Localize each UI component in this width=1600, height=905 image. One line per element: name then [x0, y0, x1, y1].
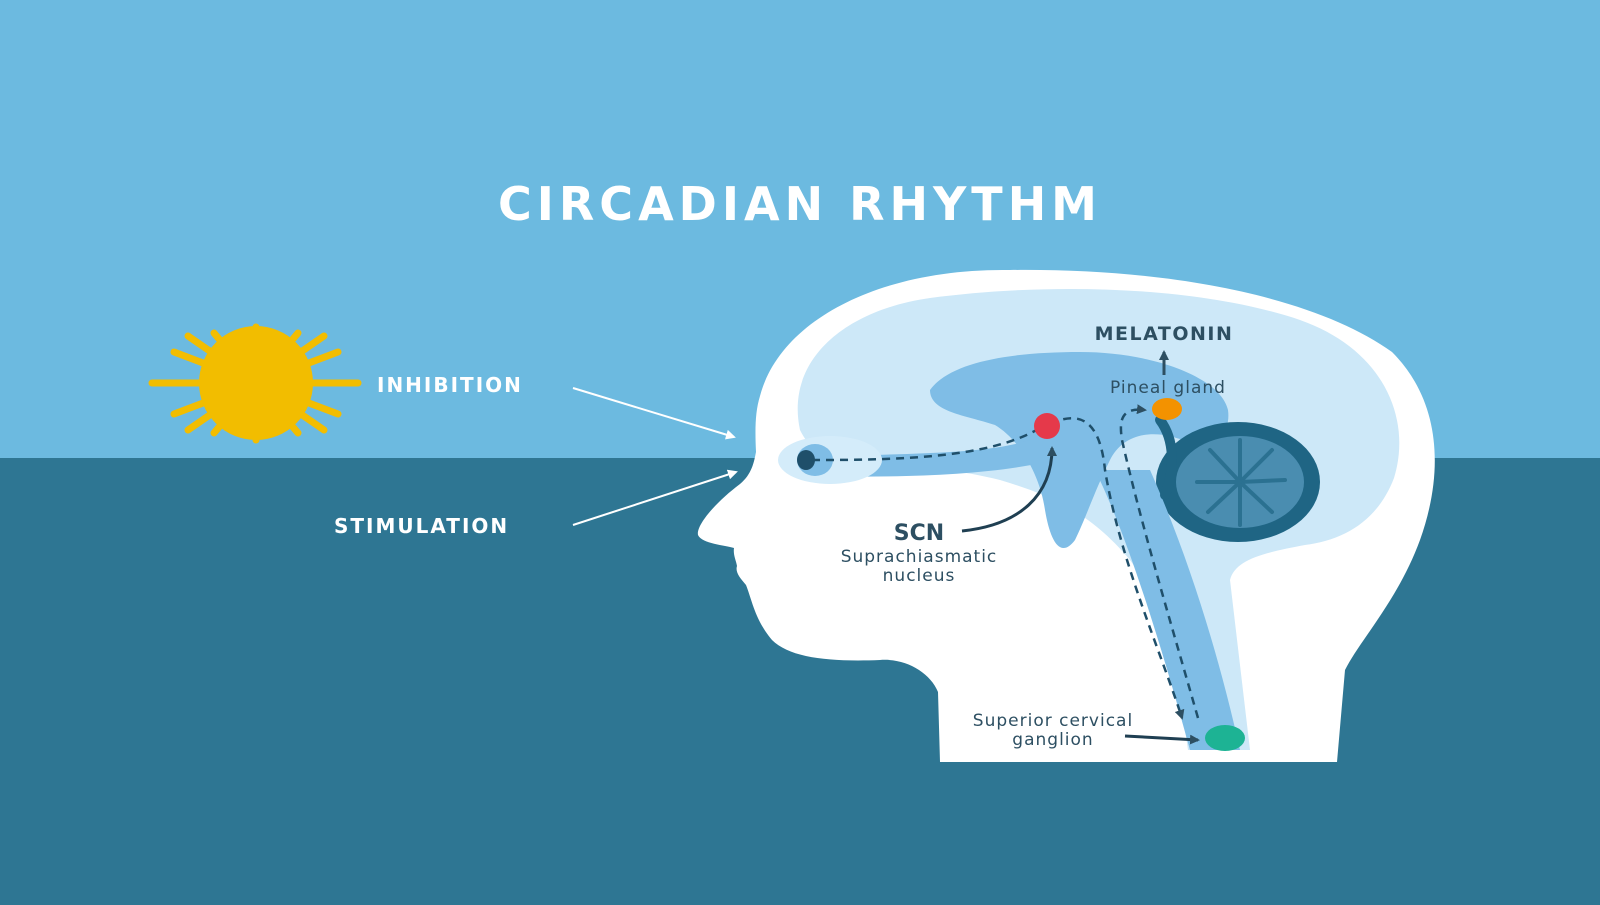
eye-to-scn-path [811, 426, 1041, 462]
scg-label-line1: Superior cervical [973, 711, 1133, 731]
brain-inner [930, 352, 1229, 549]
scg-arrow [1124, 734, 1200, 745]
stimulation-arrow [572, 469, 738, 526]
scn-arrow [961, 446, 1057, 533]
spinal-cord [1095, 470, 1240, 750]
pineal-node [1152, 398, 1182, 420]
sun-icon [148, 323, 362, 444]
ganglion-to-pineal-path [1119, 404, 1200, 719]
page-title: CIRCADIAN RHYTHM [498, 177, 1102, 231]
ganglion-node [1205, 725, 1245, 751]
scn-full-name-line1: Suprachiasmatic [841, 547, 998, 567]
scg-label-line2: ganglion [1012, 730, 1093, 750]
inhibition-label: INHIBITION [377, 373, 523, 397]
melatonin-label: MELATONIN [1095, 323, 1234, 345]
inhibition-arrow [572, 387, 736, 440]
pineal-stalk [1155, 415, 1177, 500]
scn-full-name-line2: nucleus [883, 566, 956, 586]
scn-to-pineal-path [1049, 416, 1185, 720]
pineal-label: Pineal gland [1110, 378, 1226, 398]
scn-node [1034, 413, 1060, 439]
stimulation-label: STIMULATION [334, 514, 509, 538]
scn-label: SCN [894, 521, 944, 546]
cerebellum [1156, 422, 1320, 542]
